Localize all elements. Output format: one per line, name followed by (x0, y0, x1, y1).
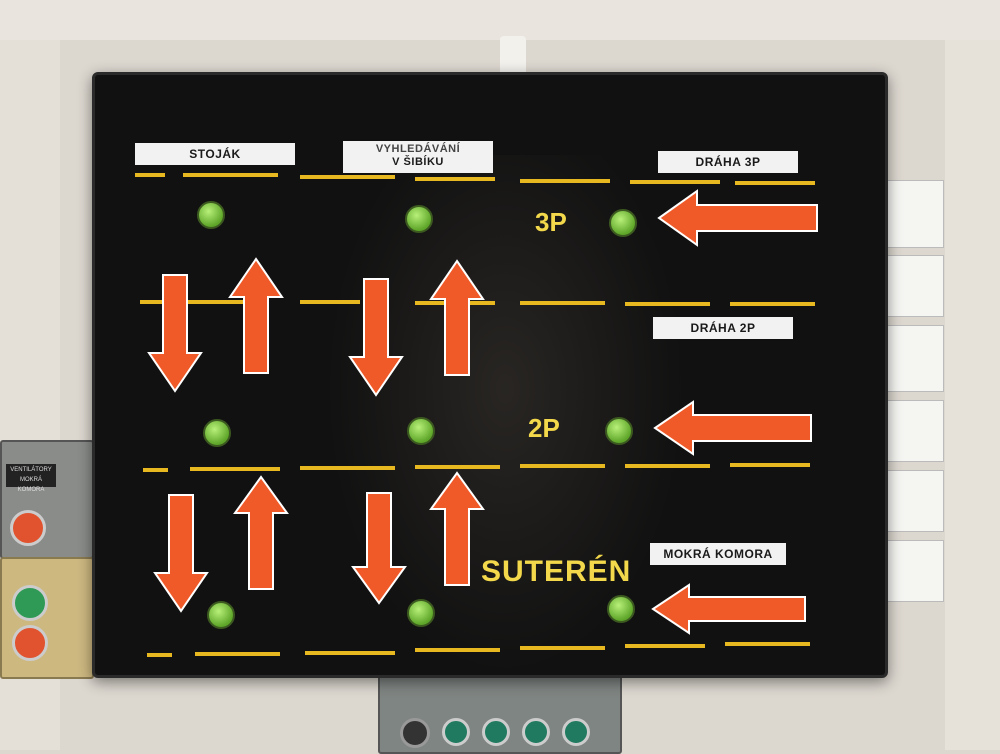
label-sibik: VYHLEDÁVÁNÍ V ŠIBÍKU (343, 141, 493, 173)
red-button[interactable] (12, 625, 48, 661)
label-stojak: STOJÁK (135, 143, 295, 165)
green-button[interactable] (12, 585, 48, 621)
label-draha-2p: DRÁHA 2P (653, 317, 793, 339)
bottom-button-1[interactable] (442, 718, 470, 746)
lamp-basement-sibik (407, 599, 435, 627)
lamp-basement-draha (607, 595, 635, 623)
arrow-left-icon (651, 583, 806, 635)
bottom-control-box (378, 668, 622, 754)
side-card (880, 400, 944, 462)
ventilator-stop-button[interactable] (10, 510, 46, 546)
side-card (880, 180, 944, 248)
arrow-up-icon (429, 471, 485, 586)
lamp-2p-stojak (203, 419, 231, 447)
arrow-down-icon (348, 278, 404, 397)
lamp-3p-stojak (197, 201, 225, 229)
floor-label-2p: 2P (528, 413, 560, 443)
side-card (880, 540, 944, 602)
arrow-down-icon (153, 494, 209, 613)
side-card (880, 470, 944, 532)
elevator-indicator-panel: STOJÁK VYHLEDÁVÁNÍ V ŠIBÍKU DRÁHA 3P DRÁ… (92, 72, 888, 678)
arrow-up-icon (233, 475, 289, 590)
arrow-down-icon (147, 274, 203, 393)
arrow-left-icon (653, 400, 812, 456)
lamp-2p-sibik (407, 417, 435, 445)
ventilator-label: VENTILÁTORY MOKRÁ KOMORA (6, 464, 56, 493)
floor-label-3p: 3P (535, 207, 567, 237)
arrow-down-icon (351, 492, 407, 605)
bottom-button-3[interactable] (522, 718, 550, 746)
floor-label-basement: SUTERÉN (481, 555, 632, 588)
control-box-lower (0, 557, 94, 679)
cable (500, 36, 526, 78)
key-switch[interactable] (400, 718, 430, 748)
lamp-2p-draha (605, 417, 633, 445)
lamp-3p-sibik (405, 205, 433, 233)
label-mokra-komora: MOKRÁ KOMORA (650, 543, 786, 565)
lamp-basement-stojak (207, 601, 235, 629)
side-card (880, 255, 944, 317)
wall-trim-right (945, 40, 1000, 750)
bottom-button-2[interactable] (482, 718, 510, 746)
ventilator-control-box: VENTILÁTORY MOKRÁ KOMORA (0, 440, 94, 559)
bottom-button-4[interactable] (562, 718, 590, 746)
wall-trim-top (0, 0, 1000, 40)
arrow-up-icon (228, 257, 284, 374)
lamp-3p-draha (609, 209, 637, 237)
arrow-up-icon (429, 259, 485, 376)
side-card (880, 325, 944, 392)
arrow-left-icon (657, 189, 818, 247)
label-draha-3p: DRÁHA 3P (658, 151, 798, 173)
